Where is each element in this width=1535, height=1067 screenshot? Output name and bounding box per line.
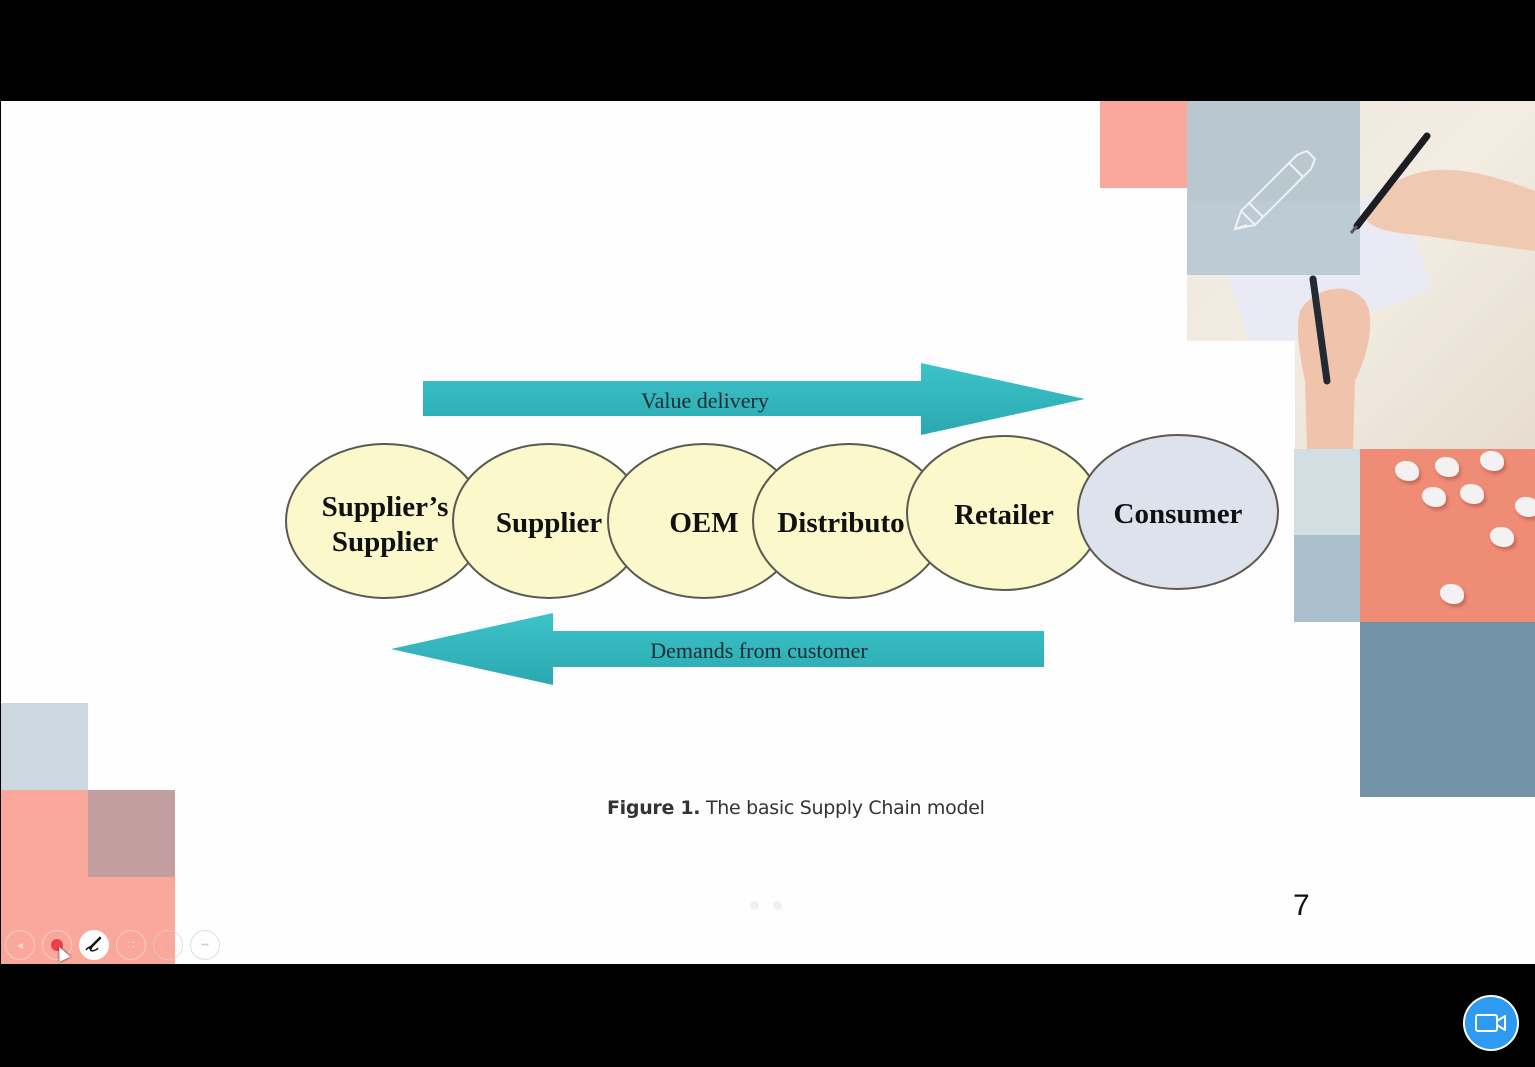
- value-delivery-label: Value delivery: [641, 388, 769, 413]
- page-number: 7: [1293, 889, 1310, 922]
- demands-label: Demands from customer: [650, 638, 868, 663]
- chain-node-ellipse: [1077, 434, 1279, 590]
- magnifier-icon: ⌕: [164, 937, 172, 952]
- hand-with-marker-illustration: [1297, 275, 1371, 449]
- previous-button[interactable]: ◂: [5, 930, 35, 960]
- chevron-left-icon: ◂: [16, 938, 24, 952]
- supply-chain-diagram: Value delivery Supplier’sSupplierSupplie…: [285, 363, 1279, 685]
- pen-icon: [85, 936, 102, 952]
- deco-grey-blue-square: [1294, 535, 1360, 622]
- figure-caption: Figure 1. The basic Supply Chain model: [607, 797, 985, 819]
- pencil-icon: [1233, 149, 1317, 231]
- record-icon: [51, 939, 63, 951]
- caption-label: Figure 1.: [607, 797, 701, 819]
- record-button[interactable]: [42, 930, 72, 960]
- paper-tint: [1187, 201, 1360, 275]
- indicator-dot: [750, 901, 759, 910]
- caption-text: The basic Supply Chain model: [705, 797, 985, 819]
- chain-node-label: Consumer: [1114, 498, 1243, 530]
- chain-node-label: Supplier: [332, 526, 438, 558]
- more-button[interactable]: •••: [190, 930, 220, 960]
- chain-node-label: Supplier: [496, 507, 602, 539]
- video-camera-icon: [1475, 1014, 1506, 1032]
- chain-node-label: OEM: [669, 507, 738, 539]
- demands-arrow: [391, 613, 1044, 685]
- photo-paper-balls: [1360, 449, 1535, 622]
- presenter-toolbar: ◂ ∷ ⌕ •••: [5, 930, 220, 960]
- deco-slate-blue-square: [1360, 622, 1535, 797]
- deco-pale-blue-square-left: [1, 703, 88, 790]
- chain-node-label: Retailer: [954, 499, 1054, 531]
- deco-mauve-square: [88, 790, 175, 877]
- zoom-button[interactable]: ⌕: [153, 930, 183, 960]
- chain-node-label: Distributo: [777, 507, 904, 539]
- deco-salmon-square: [1100, 101, 1187, 188]
- value-delivery-arrow: [423, 363, 1085, 435]
- deco-pale-blue-square: [1294, 449, 1360, 535]
- chain-node: Retailer: [906, 435, 1102, 591]
- slide-indicator: [750, 901, 782, 910]
- white-cutout: [1187, 341, 1295, 449]
- hand-with-pen-illustration: [1349, 132, 1535, 251]
- more-icon: •••: [201, 941, 209, 949]
- chain-node-label: Supplier’s: [322, 491, 449, 523]
- indicator-dot: [773, 901, 782, 910]
- chain-node: Consumer: [1077, 434, 1279, 590]
- grid-view-button[interactable]: ∷: [116, 930, 146, 960]
- grid-icon: ∷: [127, 938, 135, 952]
- video-camera-button[interactable]: [1463, 995, 1519, 1051]
- pen-tool-button[interactable]: [79, 930, 109, 960]
- chain-node: Distributo: [752, 443, 946, 599]
- photo-hands-drawing: [1187, 101, 1535, 449]
